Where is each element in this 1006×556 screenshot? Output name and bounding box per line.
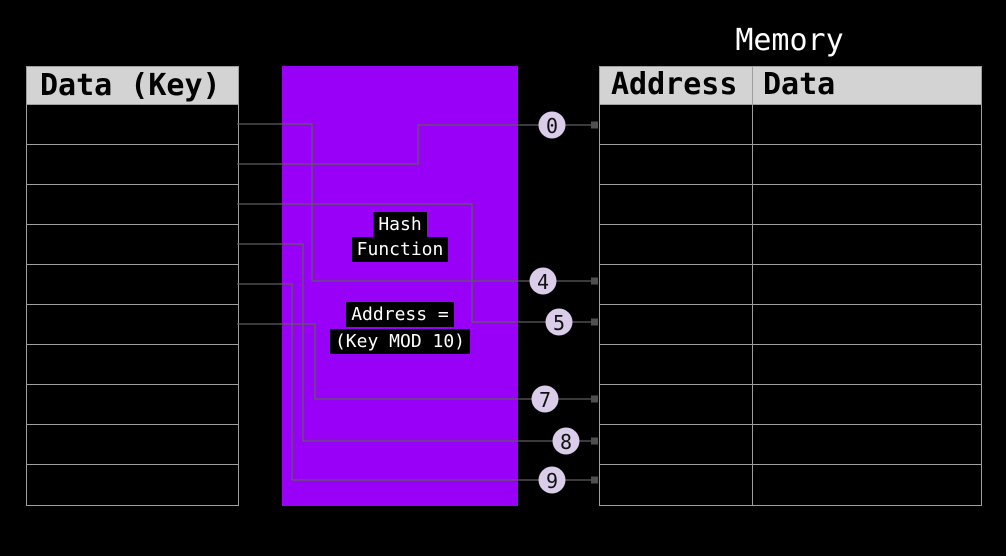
memory-row	[600, 465, 981, 505]
hash-function-label-line1: Hash	[373, 212, 427, 237]
memory-data-cell	[753, 385, 981, 424]
hash-formula-label-line1: Address =	[346, 302, 454, 327]
address-circle-5	[545, 308, 573, 336]
arrowhead-icon	[591, 318, 598, 326]
address-circle-0	[538, 111, 566, 139]
memory-row	[600, 305, 981, 345]
memory-row	[600, 385, 981, 425]
memory-data-cell	[753, 225, 981, 264]
data-key-row	[27, 385, 238, 425]
memory-data-cell	[753, 145, 981, 184]
data-key-table: Data (Key)	[26, 66, 239, 506]
memory-header-address: Address	[600, 67, 753, 104]
arrowhead-icon	[591, 277, 598, 285]
address-circle-7	[531, 385, 559, 413]
memory-row	[600, 185, 981, 225]
memory-row	[600, 345, 981, 385]
address-circle-9	[538, 466, 566, 494]
memory-address-cell	[600, 145, 753, 184]
data-key-row	[27, 105, 238, 145]
data-key-row	[27, 425, 238, 465]
hash-function-label-line2: Function	[351, 237, 449, 262]
memory-data-cell	[753, 305, 981, 344]
data-key-header: Data (Key)	[27, 67, 238, 105]
address-circle-label: 4	[537, 270, 549, 294]
memory-address-cell	[600, 385, 753, 424]
address-circle-label: 8	[560, 430, 572, 454]
address-circle-label: 9	[546, 469, 558, 493]
memory-data-cell	[753, 425, 981, 464]
address-circle-4	[529, 267, 557, 295]
memory-address-cell	[600, 105, 753, 144]
memory-address-cell	[600, 465, 753, 505]
data-key-row	[27, 225, 238, 265]
address-circle-label: 0	[546, 114, 558, 138]
memory-table: Address Data	[599, 66, 982, 506]
memory-address-cell	[600, 305, 753, 344]
memory-data-cell	[753, 345, 981, 384]
data-key-row	[27, 305, 238, 345]
memory-row	[600, 265, 981, 305]
memory-title: Memory	[735, 23, 844, 58]
data-key-row	[27, 185, 238, 225]
memory-rows	[600, 105, 981, 505]
hash-function-label: Hash Function	[282, 212, 518, 262]
arrowhead-icon	[591, 437, 598, 445]
memory-data-cell	[753, 265, 981, 304]
hash-formula-label-line2: (Key MOD 10)	[329, 329, 471, 354]
memory-data-cell	[753, 465, 981, 505]
memory-row	[600, 145, 981, 185]
memory-address-cell	[600, 225, 753, 264]
hash-function-box: Hash Function Address = (Key MOD 10)	[282, 66, 518, 506]
memory-row	[600, 425, 981, 465]
arrowhead-icon	[591, 121, 598, 129]
arrowhead-icon	[591, 476, 598, 484]
data-key-row	[27, 345, 238, 385]
memory-data-cell	[753, 105, 981, 144]
data-key-rows	[27, 105, 238, 505]
data-key-row	[27, 465, 238, 505]
memory-row	[600, 105, 981, 145]
memory-row	[600, 225, 981, 265]
arrowhead-icon	[591, 395, 598, 403]
memory-address-cell	[600, 185, 753, 224]
memory-address-cell	[600, 345, 753, 384]
memory-address-cell	[600, 265, 753, 304]
address-circle-label: 7	[539, 388, 551, 412]
memory-data-cell	[753, 185, 981, 224]
address-circle-label: 5	[553, 311, 565, 335]
data-key-row	[27, 265, 238, 305]
hash-formula-label: Address = (Key MOD 10)	[282, 302, 518, 356]
memory-address-cell	[600, 425, 753, 464]
address-circle-8	[552, 427, 580, 455]
memory-header-data: Data	[763, 67, 836, 102]
memory-header-row: Address Data	[600, 67, 981, 105]
data-key-row	[27, 145, 238, 185]
